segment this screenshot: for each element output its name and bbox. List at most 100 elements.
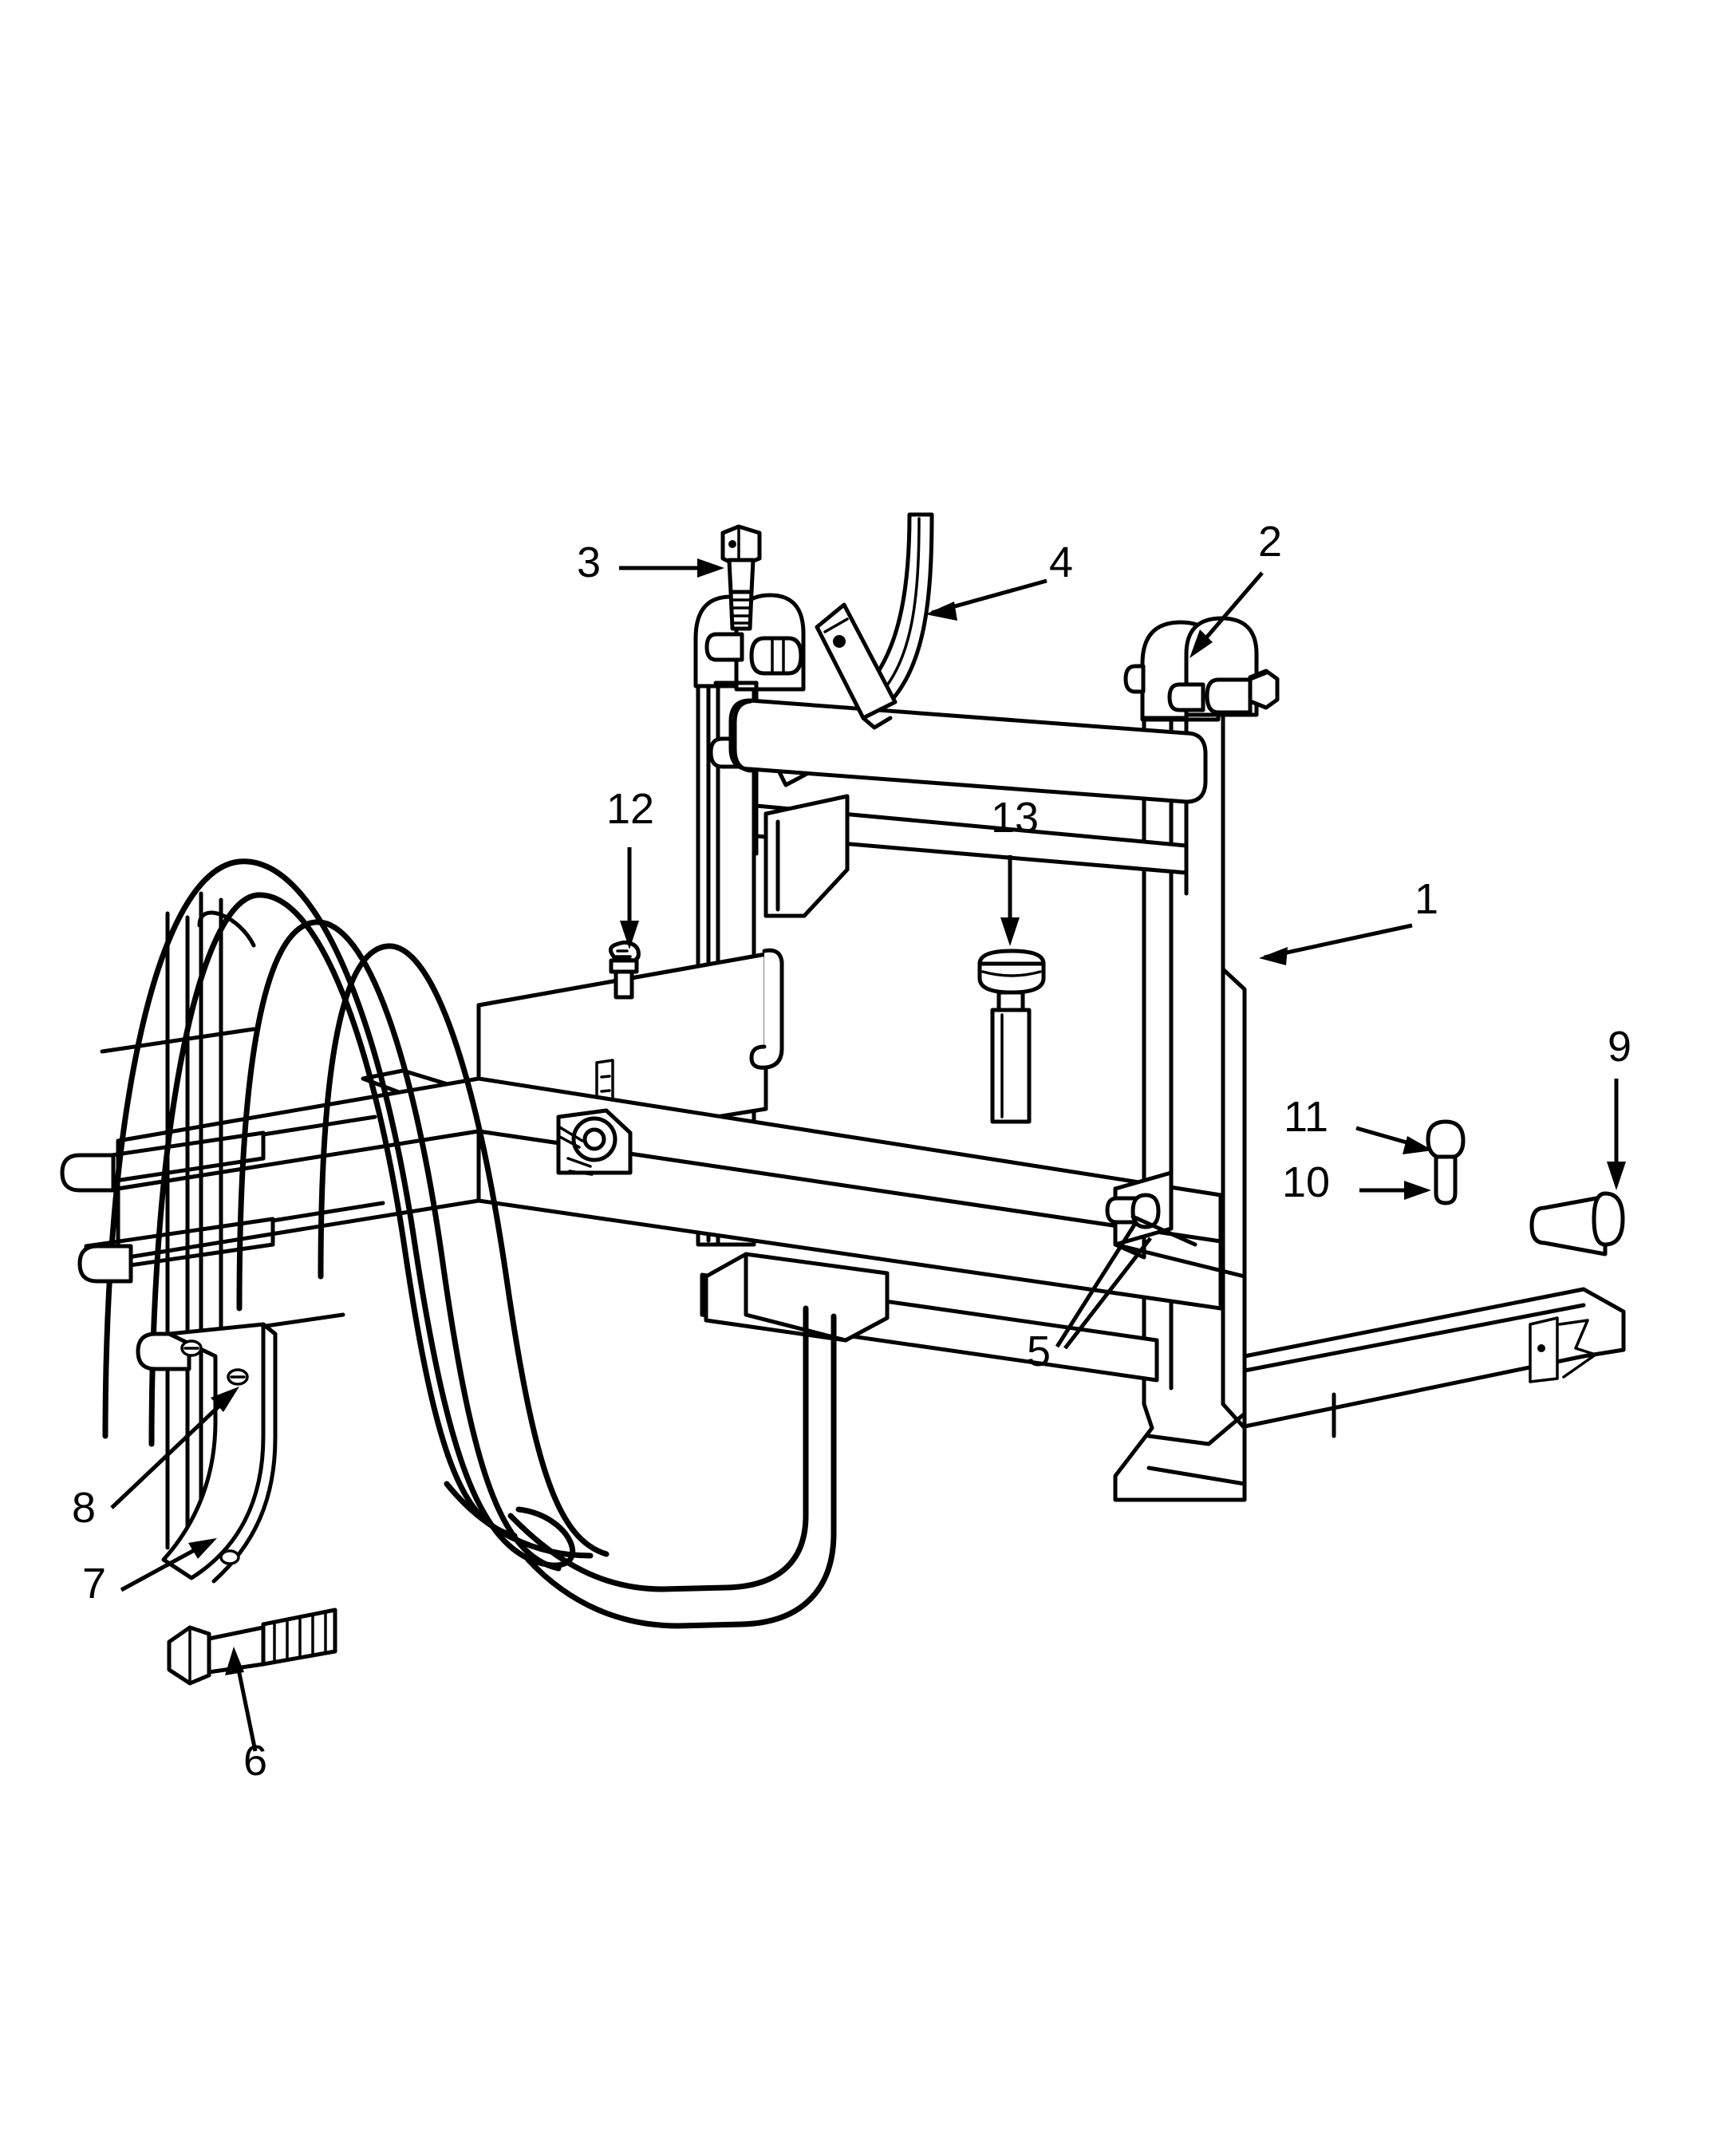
bolt3-thread-lines: [730, 598, 752, 625]
pivot-bracket-lower-edge: [1113, 1242, 1247, 1279]
screw6-thread-lines: [273, 1612, 327, 1664]
right-clevis-inner-boss: [1123, 664, 1146, 694]
guard-grille-assembly: [60, 858, 837, 1629]
grille-rung-end-3: [136, 1331, 191, 1371]
left-clevis-pin-marks: [771, 639, 785, 673]
callout-labels: 1 2 3 4 5 6 7 8 9 10 11 12 13: [72, 518, 1631, 1785]
grille-inner-arch-join: [197, 910, 256, 948]
pin9-head: [1592, 1191, 1625, 1247]
leader-6: [234, 1657, 258, 1752]
roller-inner: [582, 1127, 606, 1151]
fork-tine-top-edge: [1242, 1303, 1586, 1373]
pin9-shank: [1529, 1194, 1608, 1256]
leader-8: [110, 1391, 235, 1509]
grille-rung-end-2: [77, 1244, 133, 1284]
arrowhead-10: [1404, 1181, 1431, 1200]
roller-hatch: [557, 1125, 594, 1176]
pin13-neck: [996, 990, 1025, 1012]
pin13-cap-groove: [981, 970, 1042, 977]
pin11-head: [1426, 1119, 1466, 1161]
callout-label-10: 10: [1282, 1158, 1330, 1206]
roller-detail: [556, 1108, 633, 1176]
center-deflector-plate: [763, 794, 850, 918]
arrowhead-4: [925, 602, 957, 621]
arrowhead-3: [697, 558, 724, 578]
leader-5a: [1055, 1221, 1138, 1348]
panel-slot-marks: [600, 1075, 611, 1093]
right-clevis-pin-inner: [1167, 682, 1205, 712]
fork-tine-hook-notch: [1558, 1319, 1597, 1379]
pivot-bracket-gusset-line: [1130, 1214, 1197, 1247]
latch-tang-edge: [823, 617, 849, 633]
arrowhead-9: [1607, 1162, 1626, 1190]
plug12-knurl: [614, 949, 632, 958]
right-post-gusset-edge: [1221, 967, 1247, 1430]
clevis-pin-item9: [1529, 1191, 1625, 1256]
latch-tang-hole: [833, 635, 846, 648]
arrowhead-11: [1403, 1136, 1433, 1154]
latch-tang-foot: [861, 716, 893, 730]
guard-lower-loop-a: [507, 1513, 731, 1592]
skid-block-edges: [744, 1252, 848, 1343]
hex-cap-screw-item6: [167, 1608, 337, 1686]
callout-label-6: 6: [243, 1737, 267, 1785]
guard-lower-loop-b: [525, 1556, 745, 1629]
fork-tine-base-edge: [1146, 1466, 1247, 1486]
callout-label-4: 4: [1049, 538, 1073, 586]
top-cross-rail-lower: [754, 803, 1189, 875]
guard-tube-third: [318, 943, 610, 1557]
plate-rivet-3: [219, 1549, 240, 1565]
pin13-barrel: [990, 1008, 1032, 1124]
arrowhead-6: [225, 1647, 244, 1675]
fork-tine-gusset: [1146, 1411, 1247, 1446]
guard-lower-loop-right-up: [724, 1305, 809, 1591]
guard-tube-outer-inner-edge: [148, 892, 518, 1539]
bolt3-head-dot: [728, 540, 736, 548]
bolt3-shank: [727, 558, 756, 594]
pin13-cap-body: [977, 961, 1046, 995]
callout-label-5: 5: [1027, 1328, 1051, 1375]
arrowhead-1: [1259, 947, 1288, 965]
guard-lower-loop-c: [444, 1481, 594, 1559]
curved-latch-rod-item4: [815, 512, 934, 730]
leader-5b: [1063, 1237, 1152, 1350]
grille-rung-0: [100, 1027, 256, 1054]
arrowhead-12: [620, 921, 639, 949]
arrowhead-13: [1000, 917, 1020, 946]
left-clevis-boss: [704, 632, 744, 662]
latch-rod-tang: [815, 602, 898, 720]
grille-rung-2-ext: [270, 1201, 385, 1223]
plug12-collar: [609, 958, 639, 974]
panel-hook: [749, 948, 784, 1070]
right-lower-bracket-group: [1105, 1170, 1626, 1486]
callout-label-3: 3: [577, 538, 601, 586]
pin10-shank: [1434, 1154, 1458, 1205]
callout-label-2: 2: [1258, 518, 1282, 566]
plug12-shank: [614, 969, 634, 1000]
arrowhead-2: [1190, 629, 1213, 658]
left-clevis-pin-end: [749, 636, 803, 676]
arrowhead-8: [211, 1387, 239, 1412]
top-cross-tube-endcap: [732, 699, 753, 773]
callout-label-11: 11: [1284, 1093, 1328, 1141]
right-clevis-pin-shank: [1205, 677, 1253, 715]
hex-bolt-item3: [720, 524, 762, 631]
callout-label-13: 13: [991, 794, 1039, 842]
guard-lower-loop-right-up-outer: [739, 1313, 837, 1627]
callout-label-9: 9: [1608, 1023, 1631, 1071]
callout-leaders: [110, 558, 1626, 1752]
callout-label-8: 8: [72, 1484, 96, 1532]
callout-label-1: 1: [1414, 875, 1438, 923]
latch-pin-item13: [977, 949, 1046, 1124]
grille-rung-end-1: [60, 1153, 116, 1193]
callout-label-12: 12: [606, 785, 654, 833]
top-cross-tube: [728, 698, 1208, 804]
grille-rung-1-ext: [261, 1114, 377, 1137]
fork-tine-hole: [1537, 1344, 1545, 1352]
right-pin-head-facets: [1249, 672, 1268, 709]
lock-pin-item10-11: [1426, 1119, 1466, 1205]
leader-1: [1264, 923, 1413, 960]
